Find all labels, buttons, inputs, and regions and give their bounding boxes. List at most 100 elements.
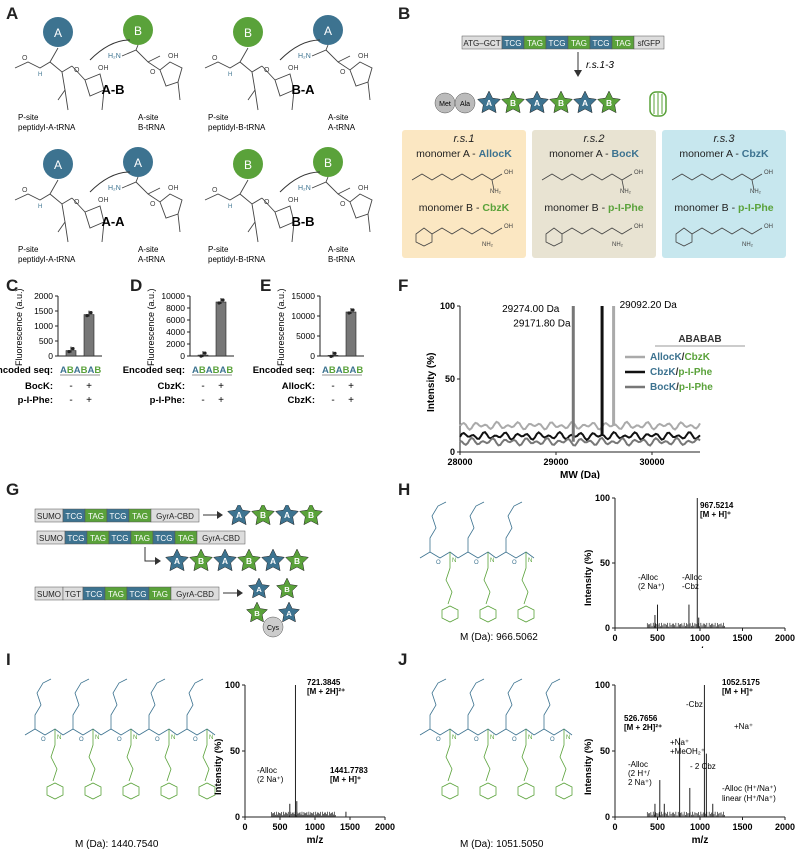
x-tick-label: 1500 (340, 822, 360, 832)
monomer-b-line: monomer B - p-I-Phe (674, 202, 774, 214)
y-tick-label: 4000 (166, 327, 185, 337)
encoded-seq-value: ABABAB (60, 365, 101, 376)
mass-j: M (Da): 1051.5050 (460, 839, 544, 850)
monomer-star-label: B (510, 98, 516, 108)
y-tick-label: 0 (605, 623, 610, 633)
x-tick-label: 500 (650, 633, 665, 643)
y-tick-label: 0 (235, 812, 240, 822)
condition-value: + (86, 395, 92, 406)
y-axis-title: Intensity (%) (426, 353, 437, 412)
residue-circle-icon (454, 92, 476, 114)
monomer-star-label: A (486, 98, 492, 108)
reaction-set-card: r.s.3 monomer A - CbzK OH NH₂ monomer B … (662, 130, 786, 258)
monomer-star-icon (213, 548, 237, 572)
gene-segment-label: TAG (527, 39, 543, 48)
svg-text:NH₂: NH₂ (742, 242, 754, 248)
peak-annotation: (2 Na⁺) (257, 775, 284, 784)
peak-annotation: +Na⁺ (670, 738, 689, 747)
construct-segment (196, 530, 246, 545)
y-tick-label: 1000 (34, 321, 53, 331)
y-tick-label: 50 (445, 374, 455, 384)
y-tick-label: 8000 (166, 303, 185, 313)
y-tick-label: 0 (450, 447, 455, 457)
p-site-label: P-site (208, 245, 229, 254)
svg-text:OH: OH (634, 170, 643, 176)
construct-segment-label: GyrA-CBD (202, 534, 240, 543)
monomer-star-icon (189, 548, 213, 572)
monomer-circle-icon (43, 149, 73, 179)
condition-label: p-I-Phe: (18, 395, 53, 406)
panel-label-d: D (130, 276, 143, 295)
monomer-circle-icon (313, 15, 343, 45)
svg-text:OH: OH (764, 224, 773, 230)
y-tick-label: 10000 (161, 291, 185, 301)
x-tick-label: 0 (242, 822, 247, 832)
monomer-a-line: monomer A - CbzK (679, 148, 769, 160)
monomer-circle-icon (123, 147, 153, 177)
x-axis-title: MW (Da) (560, 470, 600, 479)
svg-text:OH: OH (504, 170, 513, 176)
panel-label-b: B (398, 4, 411, 23)
condition-value: - (331, 395, 334, 406)
encoded-seq-value: ABABAB (192, 365, 233, 376)
construct-segment-label: TAG (108, 590, 124, 599)
svg-text:NH₂: NH₂ (620, 189, 632, 194)
monomer-b-line: monomer B - CbzK (418, 202, 510, 214)
panel-label-h: H (398, 480, 411, 499)
monomer-star-icon (573, 90, 597, 114)
svg-text:N: N (566, 735, 570, 741)
x-tick-label: 2000 (375, 822, 395, 832)
a-site-label: A-site (138, 113, 159, 122)
peak-label: 29274.00 Da (502, 304, 560, 315)
svg-text:O: O (474, 737, 479, 743)
construct-segment-label: TGT (65, 590, 81, 599)
svg-text:OH: OH (98, 197, 109, 204)
monomer-star-label: A (534, 98, 540, 108)
construct-segment-label: SUMO (37, 590, 61, 599)
p-site-label: P-site (18, 245, 39, 254)
construct-segment-label: TCG (156, 534, 173, 543)
monomer-star-label: B (606, 98, 612, 108)
mass-h: M (Da): 966.5062 (460, 632, 538, 643)
x-axis-title: m/z (692, 835, 709, 846)
peak-annotation: [M + 2H]²⁺ (624, 723, 662, 732)
condition-value: + (218, 381, 224, 392)
monomer-star-label: A (284, 510, 290, 520)
monomer-star-label: A (236, 510, 242, 520)
construct-segment-label: TCG (112, 534, 129, 543)
svg-text:H₂N: H₂N (108, 185, 121, 192)
monomer-circle-icon (233, 17, 263, 47)
condition-value: - (69, 395, 72, 406)
svg-text:O: O (22, 55, 28, 62)
svg-text:OH: OH (288, 197, 299, 204)
y-tick-label: 1500 (34, 306, 53, 316)
svg-text:H₂N: H₂N (108, 53, 121, 60)
card-title: r.s.3 (713, 133, 735, 145)
y-axis-title: Intensity (%) (213, 739, 224, 795)
construct-segment-label: SUMO (39, 534, 63, 543)
monomer-b-structure: OH NH₂ (675, 224, 773, 248)
construct-segment-label: TAG (134, 534, 150, 543)
monomer-star-label: B (246, 556, 252, 566)
monomer-star-icon (247, 577, 271, 599)
construct-segment-label: TCG (66, 512, 83, 521)
peak-annotation: -Alloc (257, 766, 277, 775)
monomer-b-structure: OH NH₂ (415, 224, 513, 248)
svg-text:N: N (171, 735, 175, 741)
svg-text:N: N (528, 735, 532, 741)
x-tick-label: 500 (272, 822, 287, 832)
monomer-star-icon (237, 548, 261, 572)
monomer-a-line: monomer A - BocK (549, 148, 639, 160)
monomer-star-icon (549, 90, 573, 114)
y-tick-label: 0 (605, 812, 610, 822)
monomer-star-icon (285, 548, 309, 572)
svg-text:OH: OH (288, 65, 299, 72)
peak-annotation: 967.5214 (700, 501, 734, 510)
p-site-trna-label: peptidyl-A-tRNA (18, 123, 76, 132)
encoded-seq-label: Encoded seq: (0, 365, 53, 376)
